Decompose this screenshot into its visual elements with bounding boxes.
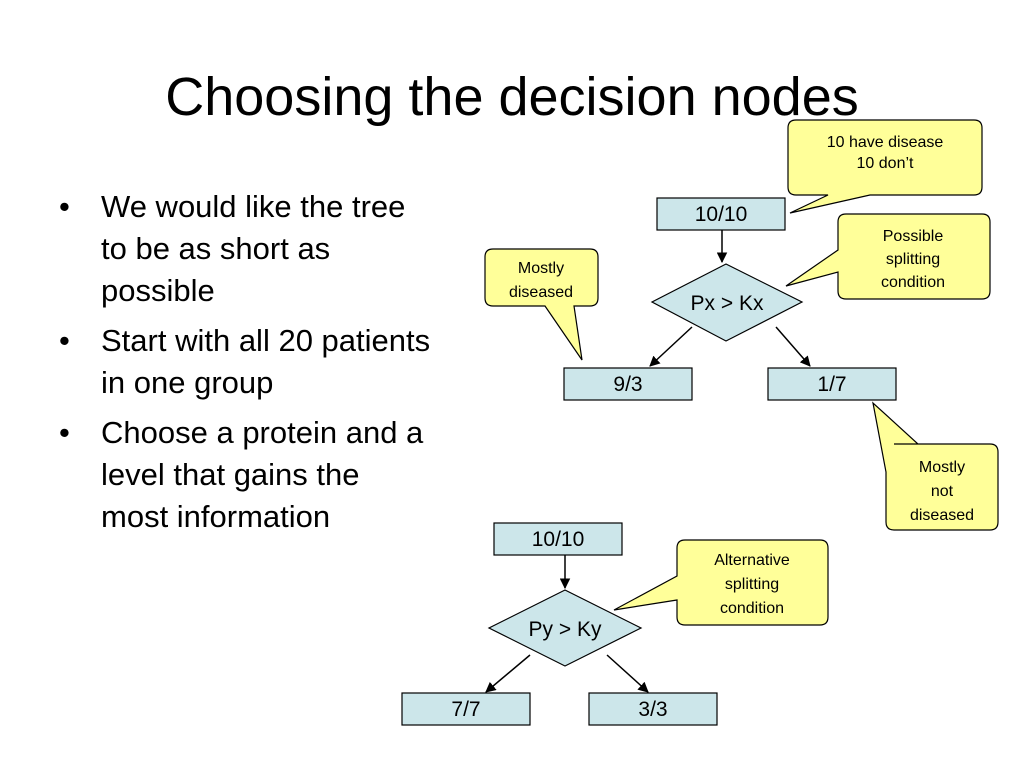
edge-decision-to-right [775,326,811,367]
callout-root-note: 10 have disease 10 don’t [787,119,983,214]
tree1-root-node: 10/10 [656,197,786,231]
callout-text-line: splitting [725,576,779,593]
callout-text-line: diseased [910,507,974,524]
tree2-left-leaf-label: 7/7 [451,698,480,721]
callout-text-line: diseased [509,284,573,301]
edge-decision-to-left [649,326,693,367]
edge-decision-to-right [606,654,649,693]
callout-right-note: Mostly not diseased [872,401,999,531]
tree1-decision-label: Px > Kx [691,292,764,315]
tree-2: 10/10 Py > Ky 7/7 3/3 Alternative splitt… [401,522,829,726]
bullet-list: We would like the tree to be as short as… [55,186,435,546]
tree1-right-leaf: 1/7 [767,367,897,401]
callout-text-line: Mostly [518,260,564,277]
edge-decision-to-left [485,654,531,693]
tree2-root-node: 10/10 [493,522,623,556]
bullet-item: Choose a protein and a level that gains … [55,412,435,538]
callout-text-line: Alternative [714,552,790,569]
callout-text-line: not [931,483,954,500]
callout-alternative-note: Alternative splitting condition [613,539,829,626]
tree2-decision-node: Py > Ky [487,589,643,667]
tree1-decision-node: Px > Kx [650,263,804,342]
tree1-left-leaf-label: 9/3 [613,373,642,396]
callout-text-line: condition [720,600,784,617]
tree2-right-leaf-label: 3/3 [638,698,667,721]
callout-text-line: Mostly [919,459,965,476]
callout-text-line: Possible [883,228,944,245]
tree2-right-leaf: 3/3 [588,692,718,726]
callout-left-note: Mostly diseased [484,248,599,361]
callout-text-line: 10 have disease [827,134,944,151]
callout-text-line: 10 don’t [857,155,914,172]
bullet-item: Start with all 20 patients in one group [55,320,435,404]
tree2-root-label: 10/10 [532,528,585,551]
tree2-left-leaf: 7/7 [401,692,531,726]
tree1-left-leaf: 9/3 [563,367,693,401]
slide-title: Choosing the decision nodes [165,67,859,127]
tree2-decision-label: Py > Ky [529,618,602,641]
tree1-root-label: 10/10 [695,203,748,226]
callout-condition-note: Possible splitting condition [785,213,991,300]
tree1-right-leaf-label: 1/7 [817,373,846,396]
tree-1: 10/10 Px > Kx 9/3 1/7 10 have disease 10… [484,119,999,531]
callout-text-line: splitting [886,251,940,268]
callout-text-line: condition [881,274,945,291]
bullet-item: We would like the tree to be as short as… [55,186,435,312]
